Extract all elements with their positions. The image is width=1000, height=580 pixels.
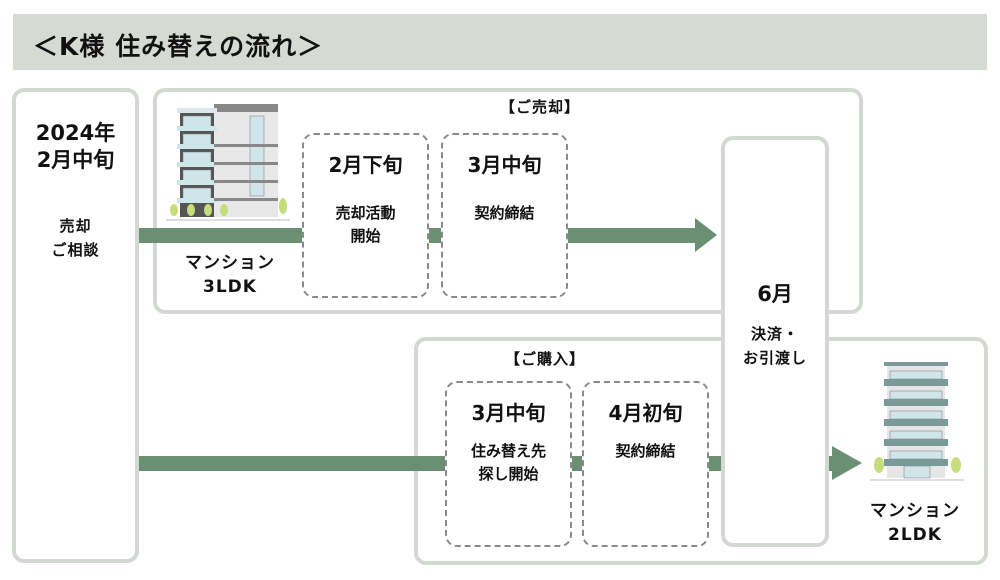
apartment-2ldk-icon <box>870 362 964 481</box>
settlement-date: 6月 <box>757 282 793 306</box>
sale-label: 【ご売却】 <box>499 98 580 116</box>
step-date: 2月下旬 <box>328 153 403 177</box>
start-text: ご相談 <box>51 241 100 259</box>
apartment-3ldk-icon <box>166 104 290 221</box>
page-header: ＜K様 住み替えの流れ＞ <box>13 14 987 70</box>
start-date: 2月中旬 <box>36 148 115 172</box>
property-2ldk-label: マンション 2LDK <box>855 499 975 547</box>
start-box: 2024年 2月中旬 売却ご相談 <box>12 88 139 563</box>
sale-arrow-head-icon <box>695 218 717 252</box>
property-type: マンション <box>870 501 960 521</box>
step-text: 契約締結 <box>474 204 535 222</box>
step-date: 4月初旬 <box>608 401 683 425</box>
purchase-step-1: 3月中旬 住み替え先探し開始 <box>445 381 572 547</box>
purchase-step-2: 4月初旬 契約締結 <box>582 381 709 547</box>
step-text: 契約締結 <box>615 442 676 460</box>
property-type: マンション <box>185 253 275 273</box>
sale-step-1: 2月下旬 売却活動開始 <box>302 133 429 298</box>
property-3ldk-label: マンション 3LDK <box>170 251 290 299</box>
purchase-label: 【ご購入】 <box>504 350 585 368</box>
settlement-text: 決済・ <box>750 325 799 343</box>
step-date: 3月中旬 <box>471 401 546 425</box>
step-text: 探し開始 <box>478 465 539 483</box>
step-date: 3月中旬 <box>467 153 542 177</box>
settlement-box: 6月 決済・お引渡し <box>721 136 829 547</box>
property-layout: 3LDK <box>203 277 257 297</box>
settlement-text: お引渡し <box>742 349 807 367</box>
sale-step-2: 3月中旬 契約締結 <box>441 133 568 298</box>
step-text: 売却活動 <box>335 204 396 222</box>
start-text: 売却 <box>59 217 92 235</box>
step-text: 住み替え先 <box>470 442 546 460</box>
page-title: ＜K様 住み替えの流れ＞ <box>33 32 324 61</box>
step-text: 開始 <box>350 227 381 245</box>
purchase-arrow-head-icon <box>832 446 862 480</box>
start-year: 2024年 <box>35 121 116 145</box>
property-layout: 2LDK <box>888 525 942 545</box>
